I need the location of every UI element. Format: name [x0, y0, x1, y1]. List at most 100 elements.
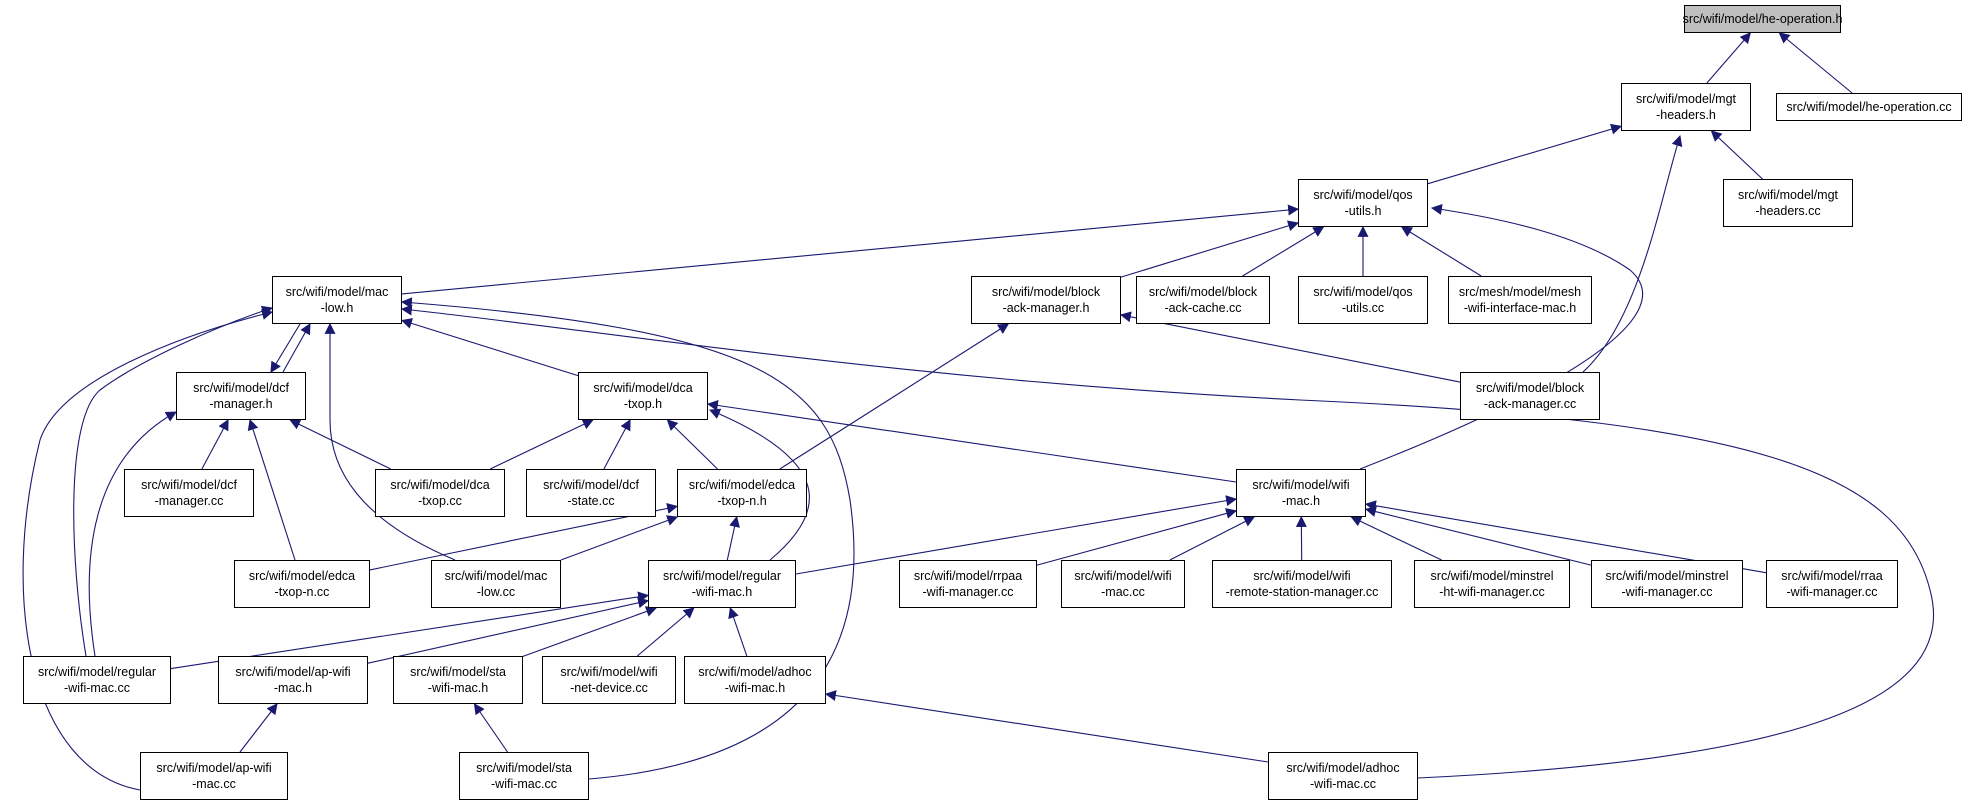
node-block-ack-manager-h[interactable]: src/wifi/model/block-ack-manager.h: [971, 276, 1121, 324]
node-mac-low-cc[interactable]: src/wifi/model/mac-low.cc: [431, 560, 561, 608]
edge-block-ack-manager-cc-to-block-ack-manager-h: [1119, 311, 1461, 383]
node-label-line: -net-device.cc: [570, 681, 648, 695]
node-wifi-net-device-cc[interactable]: src/wifi/model/wifi -net-device.cc: [542, 656, 676, 704]
node-qos-utils-cc[interactable]: src/wifi/model/qos -utils.cc: [1298, 276, 1428, 324]
node-mgt-headers-cc[interactable]: src/wifi/model/mgt -headers.cc: [1723, 179, 1853, 227]
node-label-line: src/wifi/model/dcf: [141, 478, 237, 492]
node-label-line: src/wifi/model/block: [991, 285, 1101, 299]
edge-ap-wifi-mac-cc-to-ap-wifi-mac-h: [239, 703, 278, 753]
node-label-line: src/wifi/model/sta: [410, 665, 506, 679]
edge-wifi-mac-h-to-qos-utils-h: [1359, 203, 1644, 470]
edge-regular-wifi-mac-h-to-wifi-mac-h: [795, 495, 1238, 575]
node-he-operation-cc[interactable]: src/wifi/model/he-operation.cc: [1776, 93, 1962, 121]
edge-dcf-manager-h-to-mac-low-h: [282, 323, 311, 373]
edge-regular-wifi-mac-h-to-dca-txop-h: [708, 408, 810, 561]
node-dcf-manager-h[interactable]: src/wifi/model/dcf-manager.h: [176, 372, 306, 420]
node-mac-low-h[interactable]: src/wifi/model/mac-low.h: [272, 276, 402, 324]
edge-mac-low-h-to-dcf-manager-h: [270, 323, 301, 373]
node-wifi-mac-h[interactable]: src/wifi/model/wifi-mac.h: [1236, 469, 1366, 517]
node-adhoc-wifi-mac-cc[interactable]: src/wifi/model/adhoc -wifi-mac.cc: [1268, 752, 1418, 800]
node-mesh-wifi-interface-mac-h[interactable]: src/mesh/model/mesh-wifi-interface-mac.h: [1448, 276, 1592, 324]
node-label-line: src/wifi/model/wifi: [1253, 569, 1351, 583]
edge-dca-txop-cc-to-dca-txop-h: [489, 419, 594, 470]
node-sta-wifi-mac-cc[interactable]: src/wifi/model/sta -wifi-mac.cc: [459, 752, 589, 800]
node-regular-wifi-mac-cc[interactable]: src/wifi/model/regular-wifi-mac.cc: [23, 656, 171, 704]
node-label-line: -wifi-manager.cc: [922, 585, 1014, 599]
node-label-line: src/wifi/model/ap-wifi: [156, 761, 272, 775]
node-label-line: src/wifi/model/wifi: [560, 665, 658, 679]
edge-mac-low-cc-to-mac-low-h: [324, 322, 456, 561]
node-label-line: -wifi-manager.cc: [1621, 585, 1713, 599]
node-edca-txop-n-cc[interactable]: src/wifi/model/edca -txop-n.cc: [234, 560, 370, 608]
node-label-line: src/wifi/model/dcf: [543, 478, 639, 492]
node-label-line: -txop.cc: [418, 494, 462, 508]
node-block-ack-cache-cc[interactable]: src/wifi/model/block -ack-cache.cc: [1136, 276, 1270, 324]
edge-rrpaa-wifi-manager-cc-to-wifi-mac-h: [1036, 508, 1238, 566]
node-qos-utils-h[interactable]: src/wifi/model/qos -utils.h: [1298, 179, 1428, 227]
node-label-line: -low.h: [320, 301, 354, 315]
edge-ap-wifi-mac-h-to-regular-wifi-mac-h: [367, 597, 650, 664]
node-dca-txop-h[interactable]: src/wifi/model/dca-txop.h: [578, 372, 708, 420]
node-minstrel-ht-wifi-manager-cc[interactable]: src/wifi/model/minstrel-ht-wifi-manager.…: [1414, 560, 1570, 608]
node-wifi-mac-cc[interactable]: src/wifi/model/wifi-mac.cc: [1061, 560, 1185, 608]
node-label-line: -wifi-manager.cc: [1786, 585, 1878, 599]
node-label-line: src/wifi/model/adhoc: [1286, 761, 1400, 775]
node-label-line: -manager.cc: [154, 494, 224, 508]
node-label-line: src/wifi/model/regular: [37, 665, 157, 679]
node-label-line: src/wifi/model/ap-wifi: [235, 665, 351, 679]
edge-regular-wifi-mac-cc-to-dcf-manager-h: [88, 411, 177, 657]
node-regular-wifi-mac-h[interactable]: src/wifi/model/regular-wifi-mac.h: [648, 560, 796, 608]
node-minstrel-wifi-manager-cc[interactable]: src/wifi/model/minstrel -wifi-manager.cc: [1591, 560, 1743, 608]
node-label-line: -mac.h: [273, 681, 313, 695]
node-dcf-manager-cc[interactable]: src/wifi/model/dcf -manager.cc: [124, 469, 254, 517]
edge-edca-txop-n-cc-to-dcf-manager-h: [247, 418, 296, 561]
node-label-line: src/wifi/model/edca: [248, 569, 356, 583]
node-label-line: src/wifi/model/block: [1148, 285, 1258, 299]
node-sta-wifi-mac-h[interactable]: src/wifi/model/sta-wifi-mac.h: [393, 656, 523, 704]
node-label-line: src/wifi/model/edca: [688, 478, 796, 492]
node-wifi-remote-station-manager-cc[interactable]: src/wifi/model/wifi -remote-station-manag…: [1212, 560, 1392, 608]
node-label-line: -headers.h: [1656, 108, 1716, 122]
node-label-line: -headers.cc: [1755, 204, 1821, 218]
edge-dca-txop-h-to-mac-low-h: [400, 318, 579, 377]
node-label-line: src/wifi/model/minstrel: [1605, 569, 1729, 583]
edge-adhoc-wifi-mac-cc-to-adhoc-wifi-mac-h: [824, 690, 1269, 763]
edge-minstrel-wifi-manager-cc-to-wifi-mac-h: [1364, 506, 1592, 566]
node-label-line: -utils.cc: [1341, 301, 1385, 315]
node-label-line: -wifi-mac.h: [691, 585, 753, 599]
node-label-line: src/wifi/model/qos: [1313, 285, 1413, 299]
edge-block-ack-cache-cc-to-qos-utils-h: [1242, 226, 1325, 277]
node-label-line: src/wifi/model/dcf: [193, 381, 289, 395]
node-label-line: -txop-n.h: [717, 494, 767, 508]
node-label-line: -txop-n.cc: [274, 585, 330, 599]
node-adhoc-wifi-mac-h[interactable]: src/wifi/model/adhoc-wifi-mac.h: [684, 656, 826, 704]
edge-sta-wifi-mac-cc-to-mac-low-h: [400, 297, 855, 780]
node-edca-txop-n-h[interactable]: src/wifi/model/edca -txop-n.h: [677, 469, 807, 517]
node-ap-wifi-mac-cc[interactable]: src/wifi/model/ap-wifi-mac.cc: [140, 752, 288, 800]
edge-sta-wifi-mac-h-to-regular-wifi-mac-h: [522, 606, 658, 657]
edge-mgt-headers-cc-to-mgt-headers-h: [1710, 130, 1763, 180]
node-label-line: -ack-cache.cc: [1164, 301, 1242, 315]
node-rraa-wifi-manager-cc[interactable]: src/wifi/model/rraa-wifi-manager.cc: [1766, 560, 1898, 608]
node-label-line: src/wifi/model/he-operation.h: [1682, 12, 1843, 26]
edge-block-ack-manager-h-to-qos-utils-h: [1120, 220, 1300, 278]
node-label-line: -wifi-mac.cc: [1310, 777, 1376, 791]
node-rrpaa-wifi-manager-cc[interactable]: src/wifi/model/rrpaa -wifi-manager.cc: [899, 560, 1037, 608]
node-label-line: src/wifi/model/mgt: [1737, 188, 1839, 202]
node-label-line: -remote-station-manager.cc: [1225, 585, 1379, 599]
node-label-line: -mac.cc: [1101, 585, 1145, 599]
node-label-line: src/wifi/model/dca: [593, 381, 693, 395]
node-dca-txop-cc[interactable]: src/wifi/model/dca-txop.cc: [375, 469, 505, 517]
node-ap-wifi-mac-h[interactable]: src/wifi/model/ap-wifi -mac.h: [218, 656, 368, 704]
edge-mac-low-h-to-qos-utils-h: [401, 204, 1300, 295]
node-block-ack-manager-cc[interactable]: src/wifi/model/block-ack-manager.cc: [1460, 372, 1600, 420]
node-label-line: src/wifi/model/block: [1475, 381, 1585, 395]
node-label-line: -utils.h: [1344, 204, 1382, 218]
node-label-line: src/wifi/model/minstrel: [1430, 569, 1554, 583]
node-mgt-headers-h[interactable]: src/wifi/model/mgt-headers.h: [1621, 83, 1751, 131]
node-dcf-state-cc[interactable]: src/wifi/model/dcf-state.cc: [526, 469, 656, 517]
node-label-line: -wifi-mac.cc: [491, 777, 557, 791]
node-label-line: src/wifi/model/rrpaa: [913, 569, 1023, 583]
node-label-line: src/wifi/model/qos: [1313, 188, 1413, 202]
node-label-line: src/wifi/model/sta: [476, 761, 572, 775]
